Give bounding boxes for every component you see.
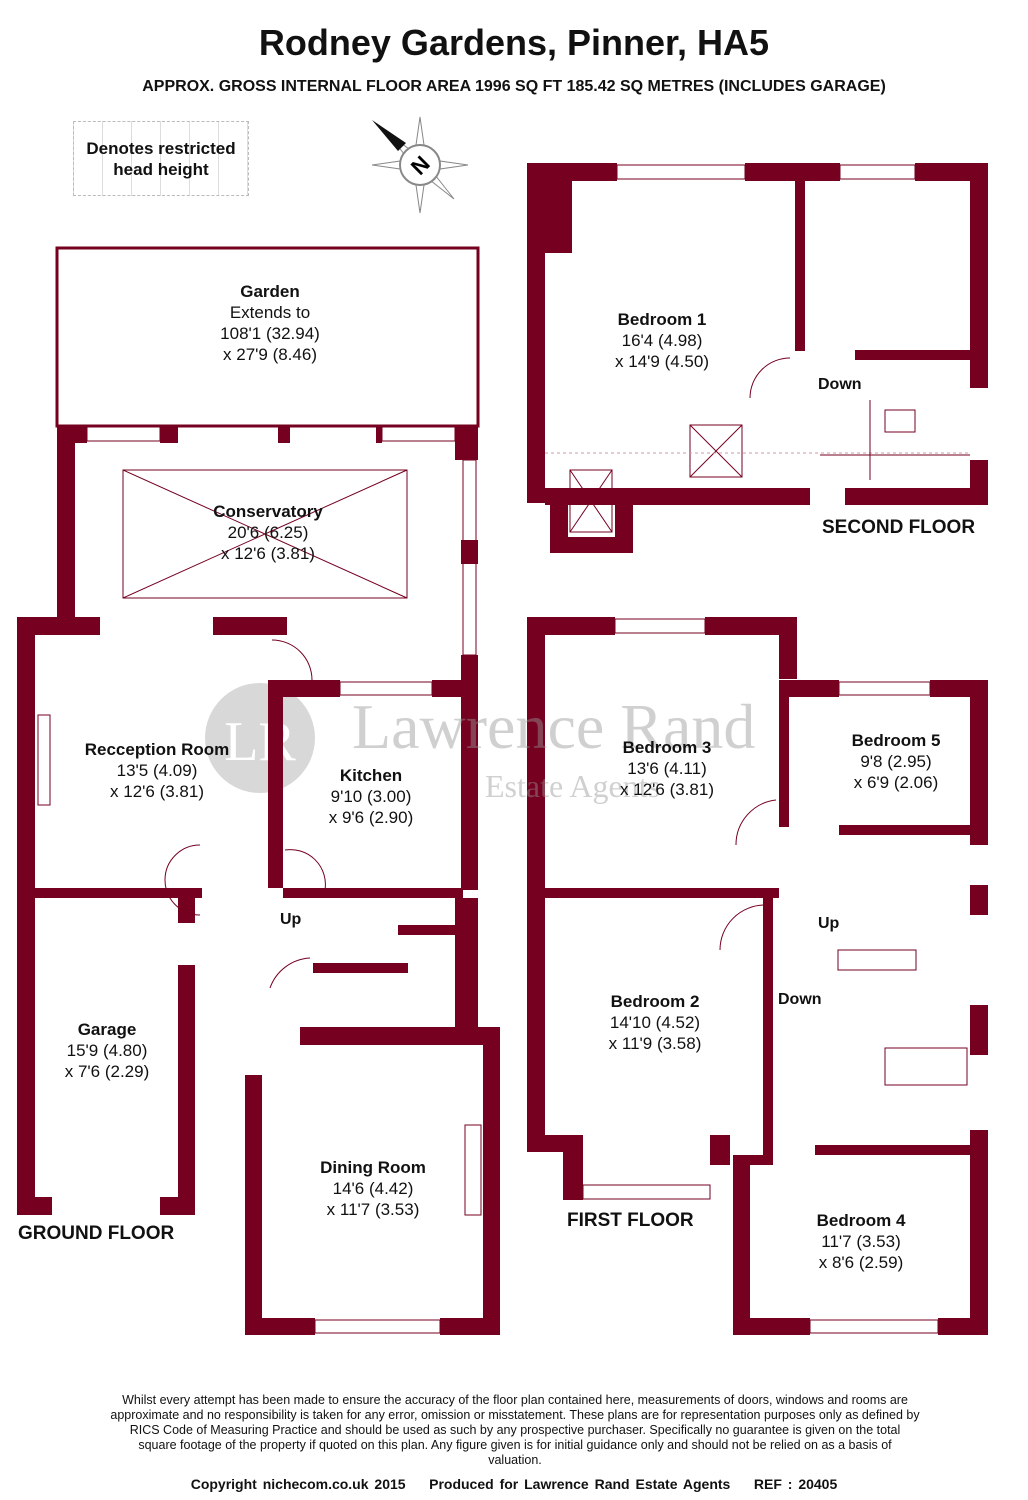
room-name: Bedroom 4 [816,1211,906,1230]
disclaimer: Whilst every attempt has been made to en… [110,1393,920,1467]
room-reception: Recception Room 13'5 (4.09) x 12'6 (3.81… [85,739,230,802]
room-dimension: 20'6 (6.25) [227,523,309,542]
legend-line-2: head height [113,160,209,179]
room-name: Recception Room [84,740,230,759]
room-dimension: x 12'6 (3.81) [110,782,204,801]
stairs-up-first: Up [818,915,840,932]
room-dining: Dining Room 14'6 (4.42) x 11'7 (3.53) [320,1157,426,1220]
room-conservatory: Conservatory 20'6 (6.25) x 12'6 (3.81) [213,501,323,564]
room-dimension: x 11'9 (3.58) [608,1034,702,1053]
room-dimension: 15'9 (4.80) [66,1041,148,1060]
room-name: Garage [77,1020,137,1039]
room-kitchen: Kitchen 9'10 (3.00) x 9'6 (2.90) [329,765,414,828]
stairs-down-second: Down [818,376,862,393]
room-name: Bedroom 3 [622,738,712,757]
svg-text:LR: LR [224,711,296,773]
room-dimension: 11'7 (3.53) [821,1232,901,1251]
compass-icon: N [371,116,469,214]
room-dimension: x 12'6 (3.81) [221,544,315,563]
watermark-name: Lawrence Rand [352,691,756,762]
room-dimension: 14'6 (4.42) [332,1179,414,1198]
room-bedroom-4: Bedroom 4 11'7 (3.53) x 8'6 (2.59) [817,1210,906,1273]
room-bedroom-3: Bedroom 3 13'6 (4.11) x 12'6 (3.81) [620,737,714,800]
room-dimension: x 27'9 (8.46) [223,345,317,364]
room-dimension: 9'8 (2.95) [860,752,932,771]
watermark-logo: LR [205,683,315,793]
room-name: Bedroom 1 [617,310,707,329]
fixtures [37,164,970,1334]
room-dimension: x 14'9 (4.50) [615,352,709,371]
room-dimension: 13'5 (4.09) [116,761,198,780]
room-dimension: x 6'9 (2.06) [853,773,939,792]
restricted-height-legend: Denotes restricted head height [73,121,249,196]
watermark-subtitle: Estate Agents [485,768,661,804]
room-dimension: x 9'6 (2.90) [328,808,414,827]
room-dimension: 13'6 (4.11) [627,759,707,778]
legend-line-1: Denotes restricted [86,139,236,158]
room-name: Conservatory [213,502,323,521]
room-dimension: 16'4 (4.98) [621,331,703,350]
room-dimension: x 7'6 (2.29) [64,1062,150,1081]
floor-area-subtitle: APPROX. GROSS INTERNAL FLOOR AREA 1996 S… [142,78,886,95]
page-title: Rodney Gardens, Pinner, HA5 [258,22,770,63]
first-floor-label: FIRST FLOOR [567,1210,694,1231]
stairs-down-first: Down [778,991,822,1008]
room-dimension: x 8'6 (2.59) [818,1253,904,1272]
room-name: Bedroom 5 [851,731,941,750]
room-name: Kitchen [339,766,403,785]
room-garden: Garden Extends to 108'1 (32.94) x 27'9 (… [220,281,320,365]
room-dimension: x 11'7 (3.53) [326,1200,420,1219]
room-dimension: x 12'6 (3.81) [620,780,714,799]
room-dimension: 108'1 (32.94) [220,324,320,343]
room-bedroom-2: Bedroom 2 14'10 (4.52) x 11'9 (3.58) [609,991,702,1054]
room-name: Dining Room [320,1158,426,1177]
stairs-up-ground: Up [280,911,302,928]
room-note: Extends to [229,303,311,322]
room-bedroom-1: Bedroom 1 16'4 (4.98) x 14'9 (4.50) [615,309,709,372]
ground-floor-label: GROUND FLOOR [18,1223,175,1244]
copyright: Copyright nichecom.co.uk 2015 Produced f… [190,1476,838,1492]
walls [17,163,988,1335]
room-name: Bedroom 2 [610,992,700,1011]
room-dimension: 9'10 (3.00) [330,787,412,806]
second-floor-label: SECOND FLOOR [822,517,976,538]
room-bedroom-5: Bedroom 5 9'8 (2.95) x 6'9 (2.06) [852,730,941,793]
room-dimension: 14'10 (4.52) [609,1013,701,1032]
room-garage: Garage 15'9 (4.80) x 7'6 (2.29) [65,1019,150,1082]
room-name: Garden [240,282,300,301]
